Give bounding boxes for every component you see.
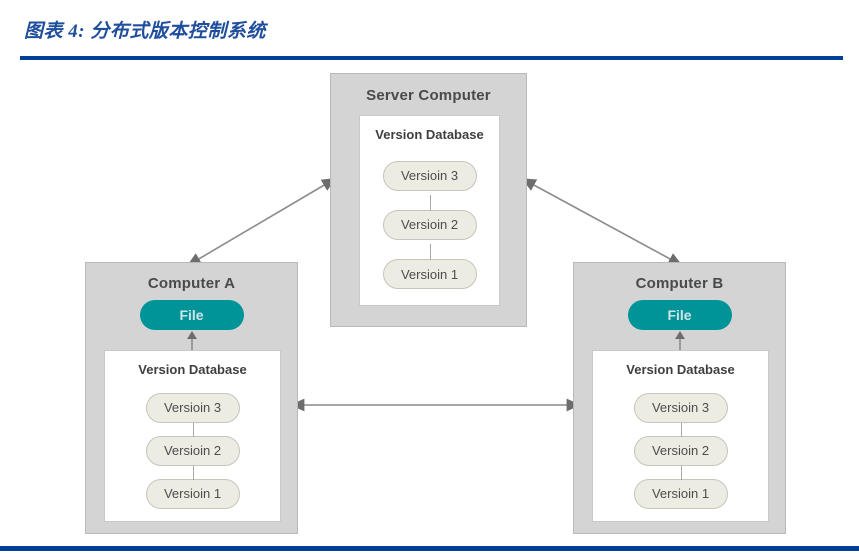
edge-computer-a-server <box>186 177 337 267</box>
computer-b-version-database-title: Version Database <box>626 362 735 377</box>
footer-rule-bottom <box>0 546 859 551</box>
computer-b-title: Computer B <box>635 275 724 292</box>
version-pill[interactable]: Versioin 2 <box>633 422 728 466</box>
edge-server-computer-b <box>521 178 683 266</box>
node-computer-a[interactable]: Computer A File Version Database Versioi… <box>85 262 298 534</box>
server-version-database-panel: Version Database Versioin 3 Versioin 2 V… <box>359 115 500 306</box>
computer-a-version-database-panel: Version Database Versioin 3 Versioin 2 V… <box>104 350 281 522</box>
computer-a-version-database-title: Version Database <box>138 362 247 377</box>
computer-b-version-database-panel: Version Database Versioin 3 Versioin 2 V… <box>592 350 769 522</box>
computer-b-version-list: Versioin 3 Versioin 2 Versioin 1 <box>593 386 768 515</box>
computer-a-file-pill[interactable]: File <box>139 300 244 330</box>
node-computer-b[interactable]: Computer B File Version Database Versioi… <box>573 262 786 534</box>
server-version-list: Versioin 3 Versioin 2 Versioin 1 <box>360 151 499 299</box>
header-rule-top <box>20 56 843 60</box>
server-version-database-title: Version Database <box>375 127 484 142</box>
version-pill[interactable]: Versioin 3 <box>633 392 728 423</box>
version-pill[interactable]: Versioin 3 <box>382 160 477 191</box>
diagram-canvas: Server --> Computer B --> Computer B -->… <box>0 60 859 546</box>
node-server-computer[interactable]: Server Computer Version Database Versioi… <box>330 73 527 327</box>
server-computer-title: Server Computer <box>366 87 491 104</box>
computer-b-file-pill[interactable]: File <box>627 300 732 330</box>
computer-a-title: Computer A <box>147 275 236 292</box>
figure-title: 图表 4: 分布式版本控制系统 <box>24 21 266 42</box>
version-pill[interactable]: Versioin 1 <box>633 465 728 509</box>
version-pill[interactable]: Versioin 3 <box>145 392 240 423</box>
version-pill[interactable]: Versioin 1 <box>145 465 240 509</box>
version-pill[interactable]: Versioin 1 <box>382 244 477 290</box>
version-pill[interactable]: Versioin 2 <box>145 422 240 466</box>
computer-b-file-up-arrow-icon <box>674 331 685 351</box>
computer-a-version-list: Versioin 3 Versioin 2 Versioin 1 <box>105 386 280 515</box>
computer-a-file-up-arrow-icon <box>186 331 197 351</box>
version-pill[interactable]: Versioin 2 <box>382 194 477 240</box>
